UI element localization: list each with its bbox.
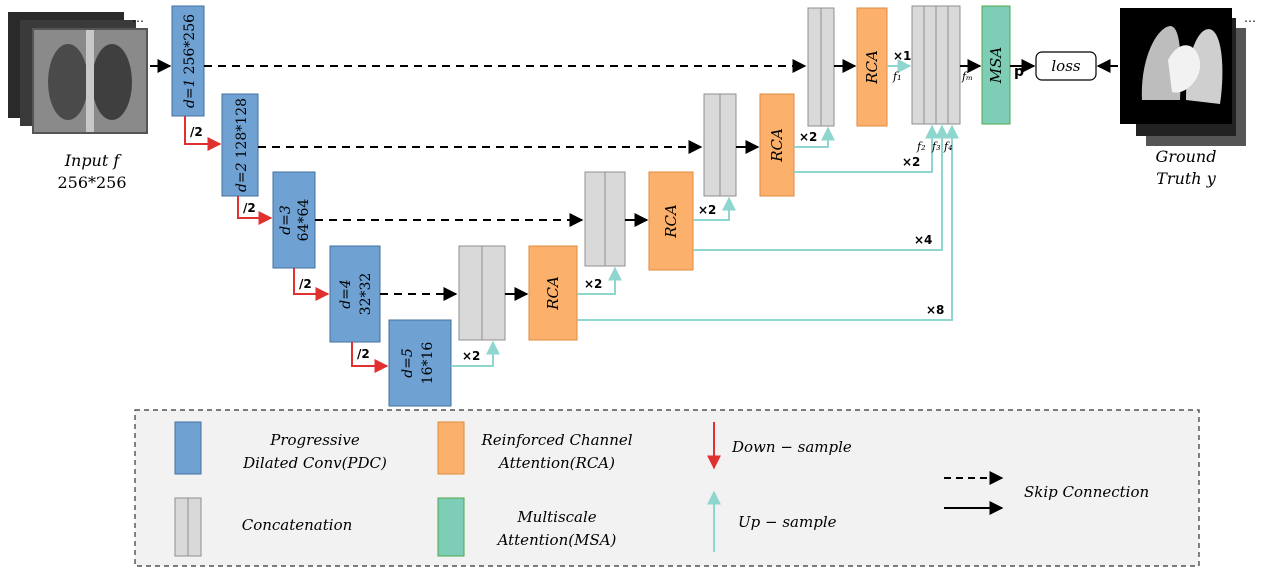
pdc-block-2: d=2128*128 bbox=[221, 93, 259, 197]
svg-text:…: … bbox=[132, 11, 144, 25]
svg-text:RCA: RCA bbox=[863, 50, 881, 85]
legend-skip-label: Skip Connection bbox=[1024, 483, 1149, 501]
pdc-block-5-d: d=5 bbox=[400, 348, 416, 378]
forward-arrows bbox=[505, 59, 1118, 301]
legend-rca-label-2: Attention(RCA) bbox=[497, 454, 615, 472]
down-label-1: /2 bbox=[190, 125, 203, 139]
svg-text:RCA: RCA bbox=[768, 128, 786, 163]
down-label-4: /2 bbox=[357, 347, 370, 361]
input-image-stack: … bbox=[8, 11, 148, 134]
ground-truth-stack: … bbox=[1120, 8, 1256, 146]
legend-msa-label-1: Multiscale bbox=[516, 508, 596, 526]
svg-text:RCA: RCA bbox=[662, 204, 680, 239]
svg-text:…: … bbox=[1244, 11, 1256, 25]
feature-label-f2: f₂ bbox=[916, 140, 925, 153]
up-label-x2-5: ×2 bbox=[902, 155, 920, 169]
legend-pdc-swatch bbox=[174, 421, 202, 475]
msa-block: MSA bbox=[981, 5, 1011, 125]
down-sample-arrows bbox=[184, 116, 389, 373]
legend: Progressive Dilated Conv(PDC) Concatenat… bbox=[134, 409, 1200, 567]
legend-rca-label-1: Reinforced Channel bbox=[480, 431, 632, 449]
rca-block-1: RCA bbox=[528, 245, 578, 341]
svg-text:RCA: RCA bbox=[544, 276, 562, 311]
concat-block-3 bbox=[703, 93, 737, 197]
concat-block-1 bbox=[458, 245, 506, 341]
up-label-x2-1: ×2 bbox=[462, 349, 480, 363]
concat-block-4 bbox=[807, 7, 835, 127]
legend-concat-label: Concatenation bbox=[242, 516, 353, 534]
legend-pdc-label-1: Progressive bbox=[269, 431, 360, 449]
ground-truth-label-2: Truth y bbox=[1156, 169, 1216, 188]
ground-truth-label: Ground bbox=[1156, 147, 1217, 166]
legend-msa-label-2: Attention(MSA) bbox=[496, 531, 617, 549]
pdc-block-3: d=3 64*64 bbox=[272, 171, 316, 269]
input-label: Input f bbox=[64, 151, 123, 170]
down-label-3: /2 bbox=[299, 277, 312, 291]
rca-block-4: RCA bbox=[856, 7, 888, 127]
up-sample-arrows bbox=[451, 59, 959, 367]
up-label-x2-3: ×2 bbox=[698, 203, 716, 217]
feature-label-f1: f₁ bbox=[892, 70, 901, 83]
rca-block-2: RCA bbox=[648, 171, 694, 271]
pdc-block-3-size: 64*64 bbox=[296, 199, 312, 242]
legend-msa-swatch bbox=[437, 497, 465, 557]
loss-box bbox=[1035, 51, 1097, 81]
input-size-label: 256*256 bbox=[57, 173, 126, 192]
concat-block-2 bbox=[584, 171, 626, 267]
rca-block-3: RCA bbox=[759, 93, 795, 197]
feature-label-f3: f₃ bbox=[931, 140, 940, 153]
up-label-x4: ×4 bbox=[914, 233, 932, 247]
pdc-block-5: d=5 16*16 bbox=[388, 319, 452, 407]
legend-rca-swatch bbox=[437, 421, 465, 475]
up-label-x2-4: ×2 bbox=[799, 130, 817, 144]
feature-label-fm: fₘ bbox=[961, 70, 973, 83]
pdc-block-4-size: 32*32 bbox=[358, 273, 374, 316]
pdc-block-2-label: d=2128*128 bbox=[234, 98, 250, 192]
legend-pdc-label-2: Dilated Conv(PDC) bbox=[242, 454, 387, 472]
loss-label: loss bbox=[1051, 57, 1081, 75]
skip-connections bbox=[204, 59, 807, 301]
legend-down-label: Down − sample bbox=[731, 438, 852, 456]
p-label: p bbox=[1014, 64, 1024, 80]
up-label-x8: ×8 bbox=[926, 303, 944, 317]
concat-block-5 bbox=[911, 5, 961, 125]
feature-label-f4: f₄ bbox=[943, 140, 952, 153]
pdc-block-1: d=1256*256 bbox=[171, 5, 205, 117]
svg-text:MSA: MSA bbox=[987, 47, 1005, 85]
pdc-block-4-d: d=4 bbox=[338, 279, 354, 309]
pdc-block-3-d: d=3 bbox=[278, 205, 294, 235]
down-label-2: /2 bbox=[243, 201, 256, 215]
pdc-block-5-size: 16*16 bbox=[420, 342, 436, 385]
up-label-x2-2: ×2 bbox=[584, 277, 602, 291]
pdc-block-1-label: d=1256*256 bbox=[182, 14, 198, 108]
up-label-x1: ×1 bbox=[893, 49, 911, 63]
legend-up-label: Up − sample bbox=[738, 513, 837, 531]
pdc-block-4: d=4 32*32 bbox=[329, 245, 381, 343]
